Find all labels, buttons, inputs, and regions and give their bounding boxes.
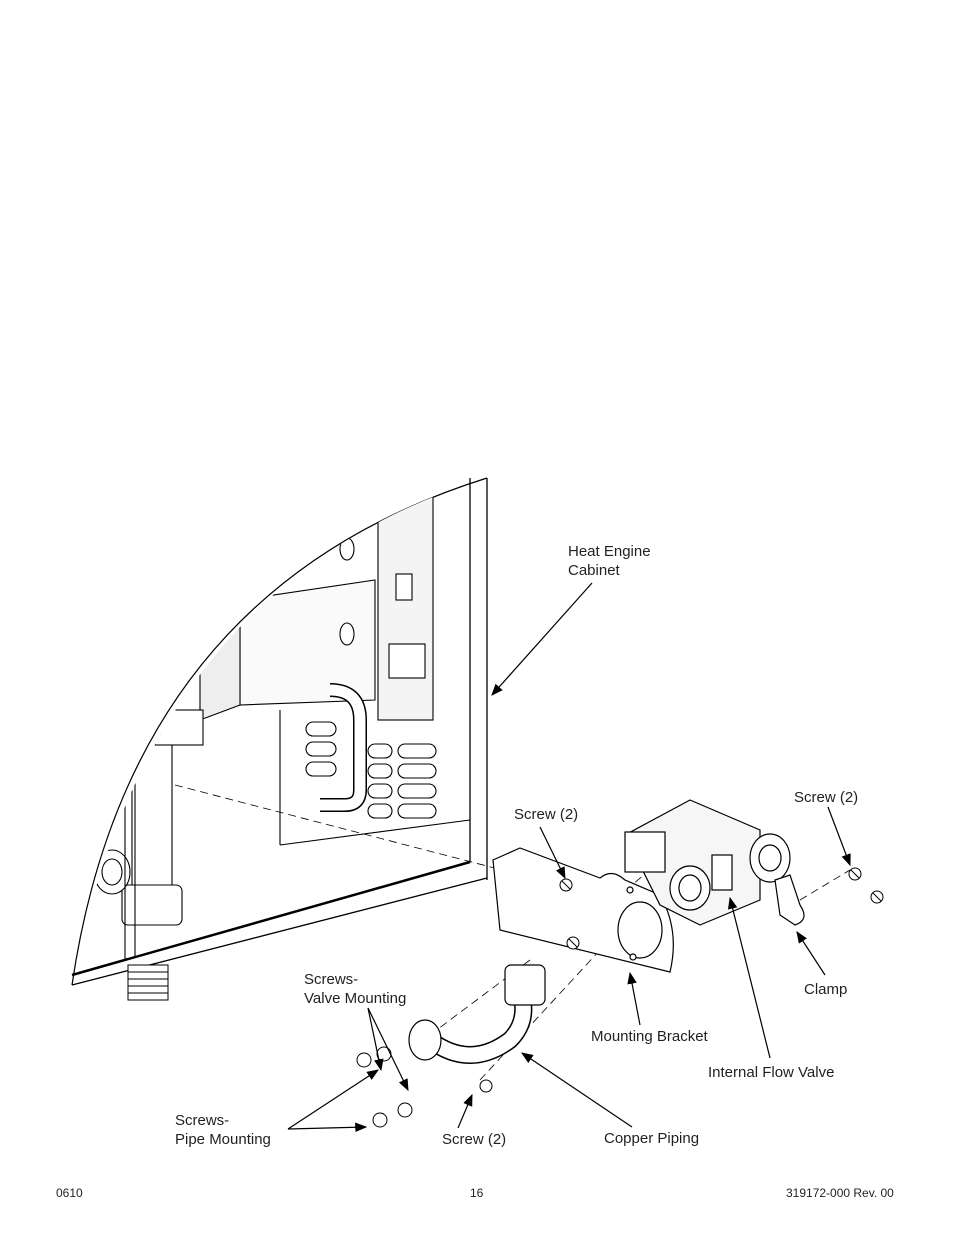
label-internal-flow-valve: Internal Flow Valve bbox=[708, 1064, 835, 1081]
leader-arrows bbox=[287, 582, 851, 1133]
label-screws-valve-mounting: Screws- Valve Mounting bbox=[304, 971, 407, 1007]
label-screw-bracket: Screw (2) bbox=[514, 806, 579, 823]
label-copper-piping: Copper Piping bbox=[604, 1130, 700, 1147]
flow-valve bbox=[624, 799, 791, 926]
footer-date-code: 0610 bbox=[56, 1186, 83, 1200]
label-clamp: Clamp bbox=[804, 981, 848, 998]
label-screw-pipe: Screw (2) bbox=[442, 1131, 507, 1148]
clamp bbox=[774, 874, 805, 926]
mounting-bracket bbox=[492, 847, 674, 973]
footer-document-number: 319172-000 Rev. 00 bbox=[786, 1186, 894, 1200]
label-screws-pipe-mounting: Screws- Pipe Mounting bbox=[175, 1112, 271, 1148]
label-mounting-bracket: Mounting Bracket bbox=[591, 1028, 708, 1045]
burner-grid bbox=[305, 721, 437, 819]
label-screw-clamp: Screw (2) bbox=[794, 789, 859, 806]
copper-piping bbox=[408, 964, 546, 1064]
footer-page-number: 16 bbox=[470, 1186, 484, 1200]
label-heat-engine-cabinet: Heat Engine Cabinet bbox=[568, 543, 651, 579]
threaded-fitting bbox=[127, 964, 169, 1001]
screws bbox=[356, 867, 884, 1128]
